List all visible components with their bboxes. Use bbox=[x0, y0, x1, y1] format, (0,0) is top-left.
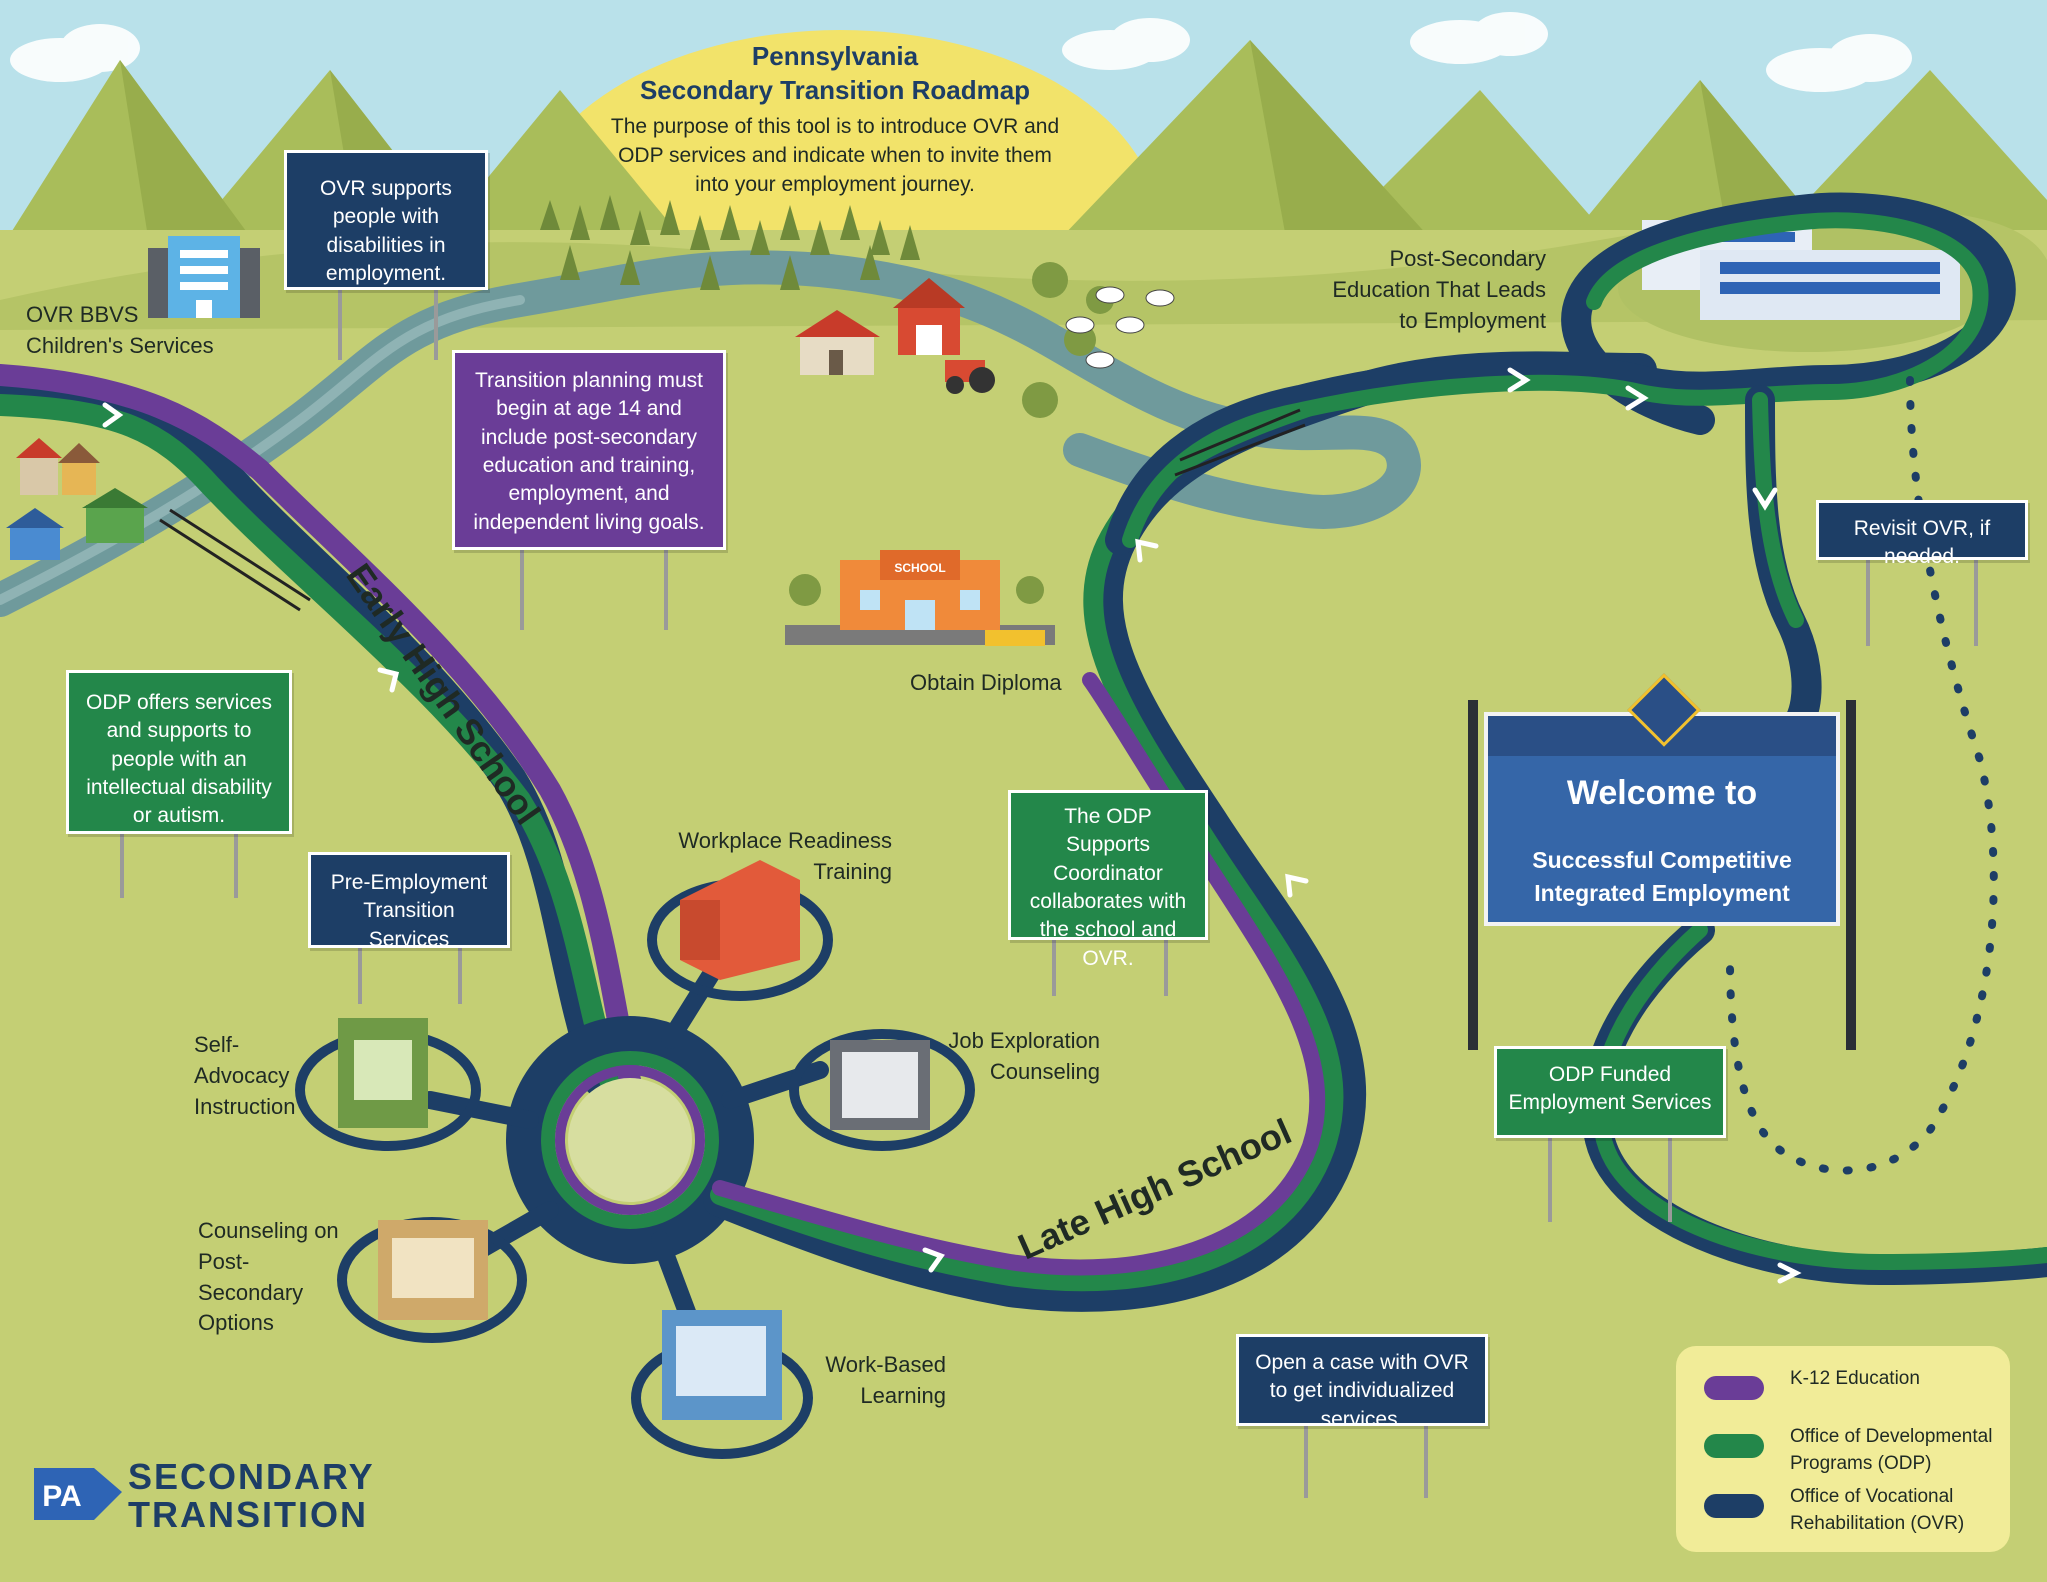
sign-post bbox=[1974, 560, 1978, 646]
label-counseling-post-secondary: Counseling on Post-Secondary Options bbox=[198, 1218, 339, 1336]
roundabout-odp bbox=[541, 1051, 719, 1229]
label-job-exploration: Job Exploration Counseling bbox=[948, 1028, 1100, 1084]
building-job bbox=[830, 1040, 930, 1130]
building-counsel bbox=[378, 1220, 488, 1320]
road-upper-odp bbox=[1122, 212, 1989, 548]
roundabout-k12 bbox=[555, 1065, 705, 1215]
river-highlight bbox=[0, 295, 525, 605]
legend: K-12 Education Office of Developmental P… bbox=[1676, 1346, 2010, 1552]
road-right-odp bbox=[1752, 392, 1804, 628]
tractor bbox=[945, 360, 995, 394]
sign-post bbox=[358, 948, 362, 1004]
sign-post bbox=[1548, 1138, 1552, 1222]
sign-post bbox=[1164, 940, 1168, 996]
logo-line1: SECONDARY bbox=[128, 1456, 375, 1497]
legend-label: K-12 Education bbox=[1790, 1368, 1920, 1389]
sign-post bbox=[120, 834, 124, 898]
road-odp-exit-green bbox=[1592, 922, 2047, 1271]
forest bbox=[540, 195, 920, 290]
sign-post bbox=[520, 550, 524, 630]
page-title-line1: Pennsylvania bbox=[751, 41, 919, 71]
page-description: The purpose of this tool is to introduce… bbox=[610, 114, 1060, 197]
sign-post bbox=[664, 550, 668, 630]
spoke-counsel bbox=[471, 1201, 559, 1259]
page-title-line2: Secondary Transition Roadmap bbox=[639, 74, 1031, 105]
label-ovr-bbvs: OVR BBVS Children's Services bbox=[26, 302, 214, 358]
pa-keystone-logo-icon: PA bbox=[34, 1468, 122, 1520]
sign-post bbox=[234, 834, 238, 898]
welcome-sign-post-right bbox=[1846, 700, 1856, 1050]
spoke-work-based bbox=[651, 1231, 699, 1329]
sign-open-case: Open a case with OVR to get individualiz… bbox=[1236, 1334, 1488, 1431]
cows bbox=[1065, 286, 1175, 369]
sign-ovr-support: OVR supports people with disabilities in… bbox=[284, 150, 488, 290]
sign-odp-supports-coordinator: The ODP Supports Coordinator collaborate… bbox=[1008, 790, 1208, 970]
road-arrows bbox=[102, 367, 1802, 1284]
label-post-secondary: Post-Secondary Education That Leads to E… bbox=[1332, 246, 1546, 333]
farm-house bbox=[795, 310, 880, 375]
welcome-sign-subtitle: Successful Competitive Integrated Employ… bbox=[1532, 847, 1792, 907]
legend-label: Office of Vocational Rehabilitation (OVR… bbox=[1790, 1486, 1965, 1534]
legend-swatch-odp bbox=[1704, 1434, 1764, 1458]
spoke-job bbox=[721, 1061, 829, 1109]
legend-swatch-k12 bbox=[1704, 1376, 1764, 1400]
building-workplace bbox=[680, 860, 800, 980]
roundabout-outer bbox=[506, 1016, 754, 1264]
houses bbox=[6, 438, 148, 560]
sun bbox=[520, 30, 1160, 230]
sign-post bbox=[1424, 1426, 1428, 1498]
sign-post bbox=[434, 290, 438, 360]
title-block: Pennsylvania Secondary Transition Roadma… bbox=[600, 40, 1070, 200]
building-work-based bbox=[662, 1310, 782, 1420]
school-building bbox=[785, 550, 1055, 646]
sign-post bbox=[1304, 1426, 1308, 1498]
sign-post bbox=[458, 948, 462, 1004]
sign-odp-offers: ODP offers services and supports to peop… bbox=[66, 670, 292, 834]
legend-item-odp: Office of Developmental Programs (ODP) bbox=[1704, 1424, 2004, 1480]
school-sign-text: SCHOOL bbox=[894, 561, 945, 575]
welcome-sign-post-left bbox=[1468, 700, 1478, 1050]
legend-item-ovr: Office of Vocational Rehabilitation (OVR… bbox=[1704, 1484, 2004, 1540]
legend-item-k12: K-12 Education bbox=[1704, 1366, 2004, 1422]
red-barn bbox=[893, 278, 965, 355]
welcome-sign-title: Welcome to bbox=[1566, 774, 1758, 812]
sign-post bbox=[1052, 940, 1056, 996]
pa-secondary-transition-logo: PA SECONDARY TRANSITION bbox=[34, 1456, 394, 1536]
label-obtain-diploma: Obtain Diploma bbox=[910, 670, 1062, 695]
sign-transition-planning: Transition planning must begin at age 14… bbox=[452, 350, 726, 550]
sign-pre-employment: Pre-Employment Transition Services bbox=[308, 852, 510, 951]
building-self bbox=[338, 1018, 428, 1128]
bridges bbox=[159, 408, 1306, 612]
office-building-ovr-bbvs bbox=[148, 236, 260, 318]
sign-post bbox=[1866, 560, 1870, 646]
label-workplace-readiness: Workplace Readiness Training bbox=[678, 828, 892, 884]
road-early-k12 bbox=[0, 364, 641, 1091]
label-self-advocacy: Self-Advocacy Instruction bbox=[194, 1032, 296, 1119]
roundabout-center bbox=[568, 1078, 692, 1202]
clouds bbox=[10, 12, 1912, 92]
logo-line2: TRANSITION bbox=[128, 1494, 368, 1535]
sign-post bbox=[338, 290, 342, 360]
road-early-odp bbox=[0, 394, 621, 1091]
welcome-sign: Welcome to Successful Competitive Integr… bbox=[1484, 712, 1840, 926]
legend-swatch-ovr bbox=[1704, 1494, 1764, 1518]
label-work-based: Work-Based Learning bbox=[825, 1352, 946, 1408]
sign-odp-funded: ODP Funded Employment Services bbox=[1494, 1046, 1726, 1138]
legend-label: Office of Developmental Programs (ODP) bbox=[1790, 1426, 1993, 1474]
spoke-self bbox=[421, 1091, 539, 1129]
sign-revisit-ovr: Revisit OVR, if needed. bbox=[1816, 500, 2028, 568]
logo-badge-text: PA bbox=[42, 1480, 81, 1513]
sign-post bbox=[1668, 1138, 1672, 1222]
